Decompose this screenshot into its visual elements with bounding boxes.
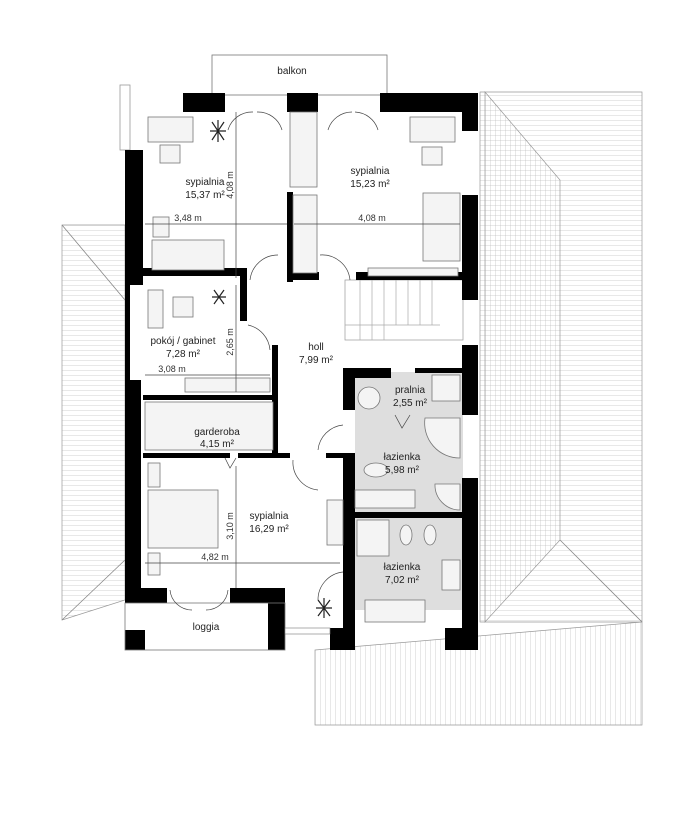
- dimension-label: 3,08 m: [158, 364, 186, 374]
- room-label-bathroom-2: łazienka: [384, 562, 421, 573]
- walls: [125, 93, 478, 650]
- roof-bottom: [314, 539, 643, 726]
- staircase: [344, 279, 464, 341]
- room-area-wardrobe: 4,15 m²: [200, 439, 235, 450]
- room-label-balkon: balkon: [277, 66, 306, 77]
- dimension-label: 3,48 m: [174, 213, 202, 223]
- room-area-bathroom-1: 5,98 m²: [385, 465, 420, 476]
- room-area-laundry: 2,55 m²: [393, 398, 428, 409]
- room-area-hall: 7,99 m²: [299, 355, 334, 366]
- room-label-loggia: loggia: [193, 622, 220, 633]
- roof-left: [61, 224, 126, 621]
- dimension-lines: [145, 112, 460, 588]
- room-label-wardrobe: garderoba: [194, 427, 240, 438]
- dimension-label: 2,65 m: [225, 328, 235, 356]
- room-area-office: 7,28 m²: [166, 349, 201, 360]
- room-area-bathroom-2: 7,02 m²: [385, 575, 420, 586]
- dimension-label: 3,10 m: [225, 512, 235, 540]
- room-label-bathroom-1: łazienka: [384, 452, 421, 463]
- dimension-label: 4,82 m: [201, 552, 229, 562]
- dimension-label: 4,08 m: [225, 171, 235, 199]
- room-label-bedroom-ne: sypialnia: [351, 166, 390, 177]
- room-label-laundry: pralnia: [395, 385, 425, 396]
- room-label-office: pokój / gabinet: [150, 336, 215, 347]
- dimension-label: 4,08 m: [358, 213, 386, 223]
- plant-icon: [210, 120, 332, 618]
- room-area-bedroom-sw: 16,29 m²: [249, 524, 289, 535]
- room-label-bedroom-nw: sypialnia: [186, 177, 225, 188]
- room-label-hall: holl: [308, 342, 324, 353]
- furniture: [144, 111, 461, 623]
- doors: [169, 111, 411, 611]
- room-label-bedroom-sw: sypialnia: [250, 511, 289, 522]
- room-area-bedroom-ne: 15,23 m²: [350, 179, 390, 190]
- roof-right: [479, 91, 643, 623]
- room-area-bedroom-nw: 15,37 m²: [185, 190, 225, 201]
